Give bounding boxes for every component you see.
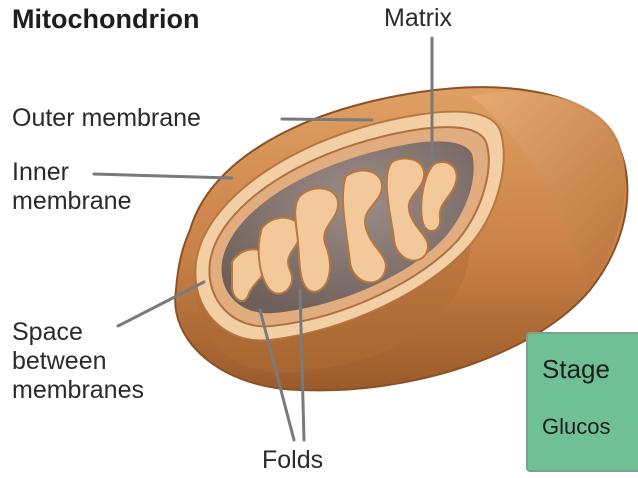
diagram-title: Mitochondrion [12, 4, 199, 35]
stage-box-subtitle: Glucos [542, 414, 610, 440]
label-inner-membrane: Inner membrane [12, 158, 132, 216]
label-outer-membrane: Outer membrane [12, 104, 201, 133]
label-inner-membrane-line-2: membrane [12, 187, 132, 216]
label-space-line-3: membranes [12, 376, 144, 405]
label-inner-membrane-line-1: Inner [12, 158, 132, 187]
label-matrix: Matrix [384, 4, 452, 33]
stage-box: Stage Glucos [526, 332, 638, 472]
label-folds: Folds [262, 446, 323, 475]
label-space-line-1: Space [12, 318, 144, 347]
label-space-line-2: between [12, 347, 144, 376]
outer-membrane-leader-line [282, 119, 372, 120]
stage-box-title: Stage [542, 354, 610, 385]
label-space-between-membranes: Space between membranes [12, 318, 144, 405]
